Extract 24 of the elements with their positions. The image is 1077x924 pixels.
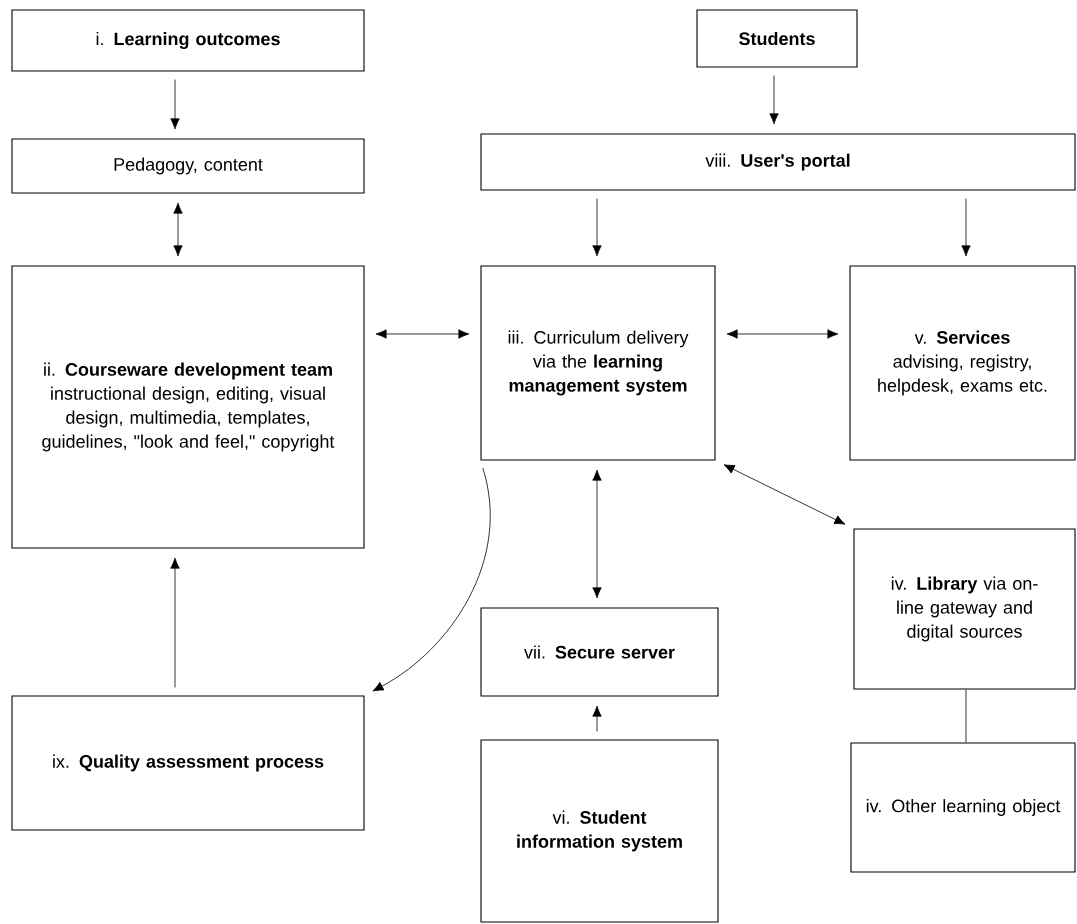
arrow: [372, 467, 491, 692]
process-box: Students: [696, 9, 858, 68]
arrow: [726, 329, 839, 339]
arrow: [592, 198, 602, 257]
process-box: viii. User's portal: [480, 133, 1076, 191]
arrow: [375, 329, 470, 339]
process-box: ii. Courseware development team instructional design, editing, visual design, multimedia, templates, guidelines, "look and feel," copyright: [11, 265, 365, 549]
process-box: Pedagogy, content: [11, 138, 365, 194]
arrow: [723, 464, 846, 525]
process-box: i. Learning outcomes: [11, 9, 365, 72]
process-box: v. Services advising, registry, helpdesk, exams etc.: [849, 265, 1076, 461]
arrow: [170, 79, 180, 130]
process-box: vii. Secure server: [480, 607, 719, 697]
process-box: iv. Library via on-line gateway and digital sources: [853, 528, 1076, 690]
process-box: iii. Curriculum delivery via the learning management system: [480, 265, 716, 461]
arrow: [961, 198, 971, 257]
arrow: [769, 75, 779, 125]
arrow: [592, 705, 602, 732]
process-box: vi. Student information system: [480, 739, 719, 923]
process-box: ix. Quality assessment process: [11, 695, 365, 831]
arrow: [170, 557, 180, 688]
process-box: iv. Other learning object: [850, 742, 1076, 873]
arrow: [592, 469, 602, 599]
arrow: [173, 202, 183, 257]
